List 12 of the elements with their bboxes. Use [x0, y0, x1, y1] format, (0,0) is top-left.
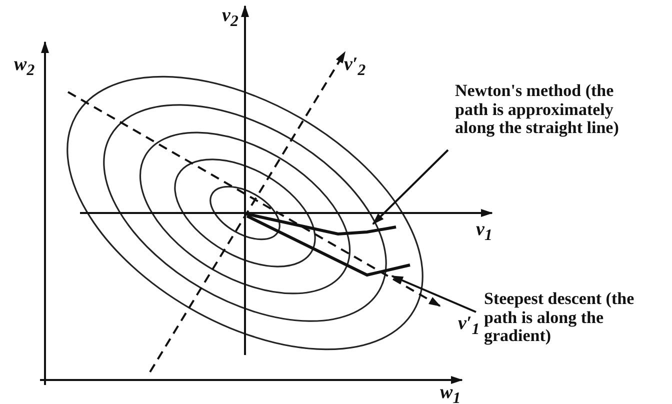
annotation-text: Newton's method (the path is approximately along the straight line) — [455, 82, 645, 138]
search-path — [246, 212, 396, 236]
axis-label: v′$_{1}$ — [458, 314, 480, 338]
leader-arrow — [391, 275, 476, 313]
axis-label: w$_{1}$ — [440, 383, 461, 404]
annotation-text: Steepest descent (the path is along the gradient) — [484, 290, 644, 346]
axis-label: v$_{2}$ — [222, 6, 238, 30]
leader-arrow — [372, 149, 449, 225]
axis-label: v$_{1}$ — [476, 220, 492, 244]
axis-label: v′$_{2}$ — [344, 55, 366, 79]
axis-label: w$_{2}$ — [14, 55, 35, 79]
search-path — [246, 214, 410, 277]
